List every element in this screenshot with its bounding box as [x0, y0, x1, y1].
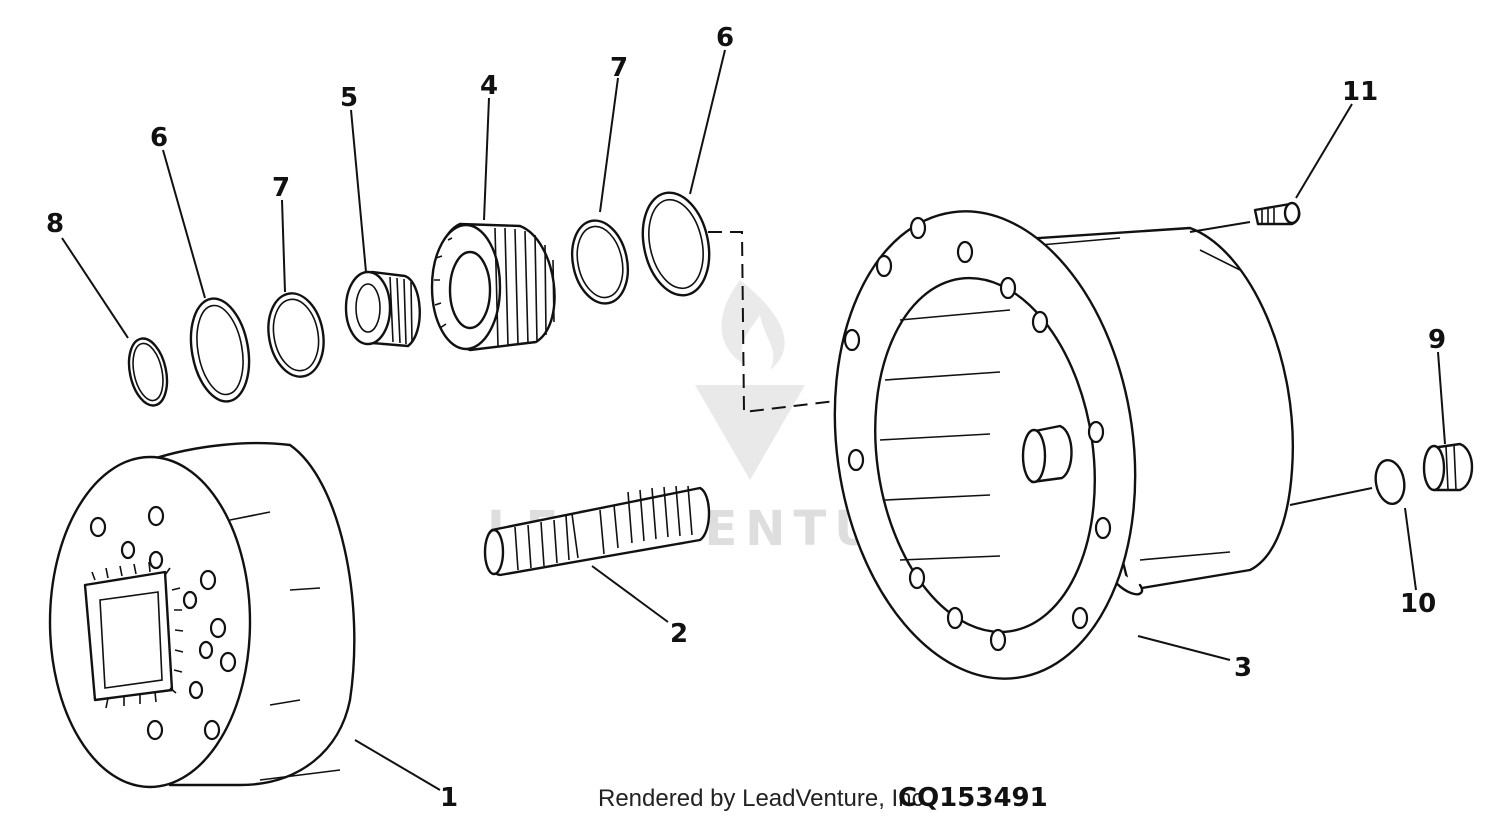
callout-9: 9: [1428, 325, 1446, 355]
part-2-splined-shaft: [483, 485, 711, 577]
part-9-plug: [1422, 442, 1474, 492]
part-7-washer-left: [267, 292, 325, 378]
callout-4: 4: [480, 71, 498, 101]
callout-3: 3: [1234, 653, 1252, 683]
callout-labels: 8 6 7 5 4 7 6 11 9 10 3 2 1: [46, 23, 1446, 813]
part-3-housing: [833, 210, 1295, 680]
part-11-bolt: [1253, 201, 1301, 226]
part-7-washer-right: [570, 219, 630, 305]
callout-7-left: 7: [272, 173, 290, 203]
footer: Rendered by LeadVenture, Inc. CQ153491: [598, 783, 1048, 813]
part-5-roller-bearing: [344, 270, 421, 348]
footer-diagram-code: CQ153491: [898, 783, 1048, 813]
part-8-snap-ring: [127, 337, 169, 407]
part-6-snap-ring-left: [189, 297, 251, 403]
callout-11: 11: [1342, 77, 1378, 107]
callout-6-right: 6: [716, 23, 734, 53]
callout-10: 10: [1400, 589, 1436, 619]
callout-1: 1: [440, 783, 458, 813]
watermark-v-logo: [695, 385, 805, 480]
part-10-o-ring: [1374, 458, 1406, 506]
watermark-flame-logo: [721, 280, 785, 370]
callout-7-right: 7: [610, 53, 628, 83]
part-4-planet-gear: [430, 222, 556, 352]
callout-8: 8: [46, 209, 64, 239]
footer-rendered-by: Rendered by LeadVenture, Inc.: [598, 785, 930, 812]
callout-leaders: [61, 49, 1446, 791]
callout-2: 2: [670, 619, 688, 649]
callout-6-left: 6: [150, 123, 168, 153]
assembly-path-dashed: [708, 231, 861, 414]
callout-5: 5: [340, 83, 358, 113]
part-1-carrier-hub: [48, 441, 356, 789]
part-6-snap-ring-right: [641, 191, 711, 297]
